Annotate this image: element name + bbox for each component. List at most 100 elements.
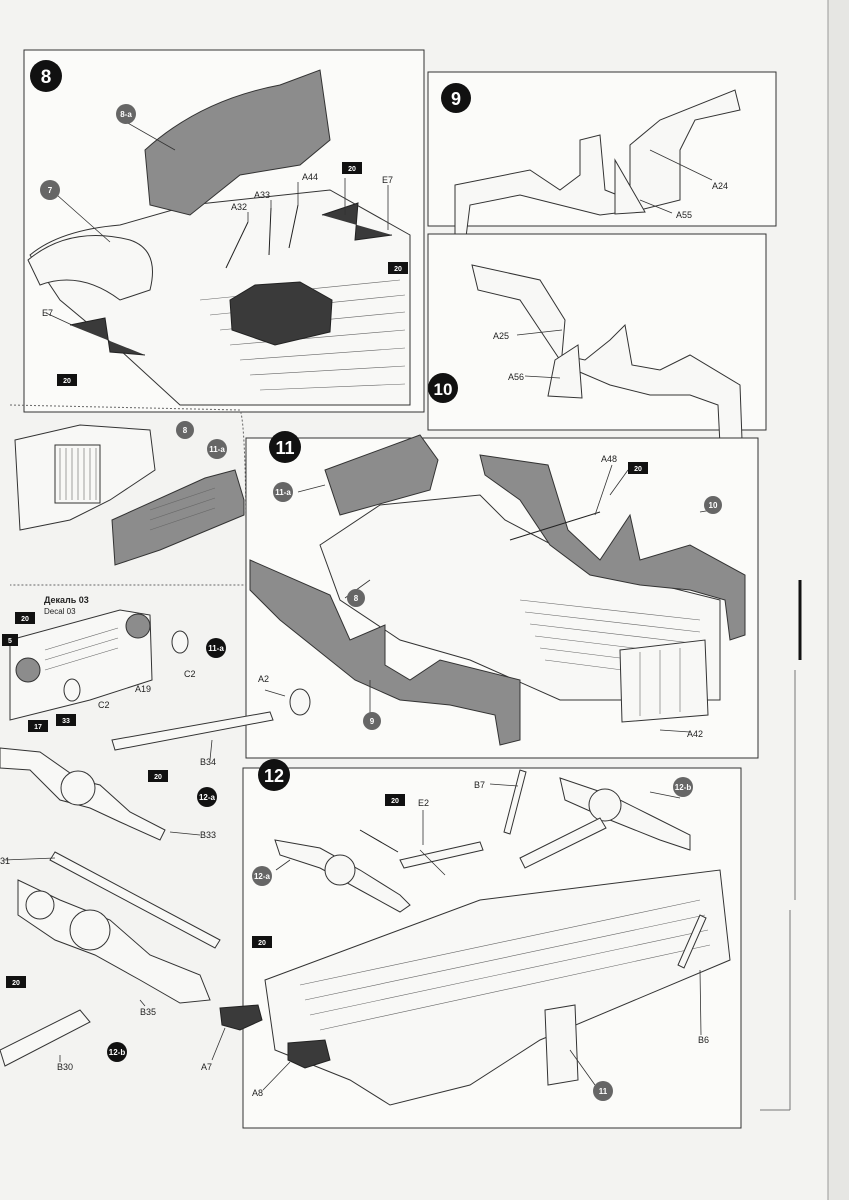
black-circle-icon (30, 60, 62, 92)
black-circle-icon (197, 787, 217, 807)
step-9-panel: 9 A24 A55 (427, 71, 777, 246)
step-11-sub-8: 8 (347, 589, 365, 607)
paint-badge-20-e: 20 (628, 462, 648, 474)
part-label-a56: A56 (508, 372, 524, 382)
star-icon (388, 262, 408, 274)
step-11-right-frame-10 (479, 454, 746, 641)
svg-text:20: 20 (394, 266, 402, 273)
step-11-body (319, 494, 721, 701)
star-icon (28, 720, 48, 732)
step-8-lever-a32 (225, 221, 249, 269)
part-label-a44: A44 (302, 172, 318, 182)
paint-badge-33: 33 (56, 714, 76, 726)
tie-rod (49, 851, 221, 949)
part-label-a42: A42 (687, 729, 703, 739)
star-icon (15, 612, 35, 624)
step-12-front-driveshaft (399, 841, 484, 869)
step-8-sub-8a: 8-a (116, 104, 136, 124)
step-12-front-diff (324, 854, 356, 886)
star-icon (385, 794, 405, 806)
svg-text:20: 20 (63, 378, 71, 385)
svg-text:12-b: 12-b (109, 1048, 126, 1057)
step-12-sub-12a: 12-a (252, 866, 272, 886)
lens-c2-left (63, 678, 81, 702)
step-12-bumper-a8 (287, 1039, 331, 1069)
svg-text:20: 20 (21, 616, 29, 623)
step-8-lever-a44 (288, 204, 299, 249)
svg-text:12: 12 (264, 766, 284, 786)
step-9-side-frame (454, 89, 741, 246)
step-12-shock-b7 (503, 769, 527, 835)
svg-text:11: 11 (275, 438, 294, 458)
part-label-a2: A2 (258, 674, 269, 684)
step-12-bumper-a7 (219, 1004, 263, 1031)
step-12-spring-e2 (359, 829, 399, 853)
svg-text:20: 20 (154, 774, 162, 781)
star-icon (342, 162, 362, 174)
gray-circle-icon (347, 589, 365, 607)
driveshaft-b30 (0, 1009, 91, 1067)
rear-diff (69, 909, 111, 951)
part-label-e7-right: E7 (382, 175, 393, 185)
step-11a-grille-decal (9, 609, 153, 721)
part-label-a32: A32 (231, 202, 247, 212)
svg-text:33: 33 (62, 718, 70, 725)
step-11-bar-a48 (509, 511, 601, 541)
star-icon (252, 936, 272, 948)
paint-badge-20-d: 20 (15, 612, 35, 624)
step-12-rear-diff (588, 788, 622, 822)
step-10-gusset-a56 (547, 344, 583, 399)
gray-circle-icon (252, 866, 272, 886)
gray-circle-icon (273, 482, 293, 502)
step-11-sub-9: 9 (363, 712, 381, 730)
svg-text:11-a: 11-a (209, 445, 225, 454)
part-label-c2-right: C2 (184, 669, 196, 679)
paint-badge-20-i: 20 (252, 936, 272, 948)
black-circle-icon (441, 83, 471, 113)
lens-c2-right (171, 630, 189, 654)
part-label-a8: A8 (252, 1088, 263, 1098)
black-circle-icon (107, 1042, 127, 1062)
part-label-c2-left: C2 (98, 700, 110, 710)
part-label-e7-left: E7 (42, 308, 53, 318)
part-label-a33: A33 (254, 190, 270, 200)
step-8-number: 8 (41, 67, 52, 88)
gray-circle-icon (704, 496, 722, 514)
svg-text:8-a: 8-a (120, 110, 132, 119)
step-12-panel: 12 E2 B7 B6 A7 A8 12-a 1 (201, 759, 742, 1129)
part-label-b6: B6 (698, 1035, 709, 1045)
svg-text:9: 9 (370, 717, 375, 726)
step-11-tailgate-a42 (619, 639, 709, 723)
part-label-e2: E2 (418, 798, 429, 808)
part-label-cut: 31 (0, 856, 10, 866)
svg-text:10: 10 (709, 501, 718, 510)
step-12b-area: 31 B35 B30 12-b 20 (0, 851, 221, 1072)
svg-text:9: 9 (451, 89, 461, 109)
part-label-b34: B34 (200, 757, 216, 767)
step-12-sub-11: 11 (593, 1081, 613, 1101)
step-12-shock-b6 (677, 914, 707, 969)
svg-text:20: 20 (258, 940, 266, 947)
star-icon (148, 770, 168, 782)
step-11-sub-11a: 11-a (273, 482, 293, 502)
step-8-lever-a33 (268, 207, 272, 256)
star-icon (628, 462, 648, 474)
step-10-badge: 10 (428, 373, 458, 403)
step-12b-sub: 12-b (107, 1042, 127, 1062)
step-11-badge: 11 (269, 431, 301, 463)
gray-circle-icon (116, 104, 136, 124)
svg-text:20: 20 (634, 466, 642, 473)
step-11a-sub-11a-top: 11-a (207, 439, 227, 459)
step-11a-sub-8: 8 (176, 421, 194, 439)
step-12-driveshaft (519, 817, 607, 869)
gray-circle-icon (207, 439, 227, 459)
gray-circle-icon (593, 1081, 613, 1101)
part-label-b7: B7 (474, 780, 485, 790)
step-11-grille-11a (324, 434, 439, 516)
part-label-a25: A25 (493, 331, 509, 341)
step-12-side-step-11 (544, 1004, 579, 1086)
svg-text:11-a: 11-a (275, 488, 291, 497)
svg-text:20: 20 (391, 798, 399, 805)
black-circle-icon (428, 373, 458, 403)
